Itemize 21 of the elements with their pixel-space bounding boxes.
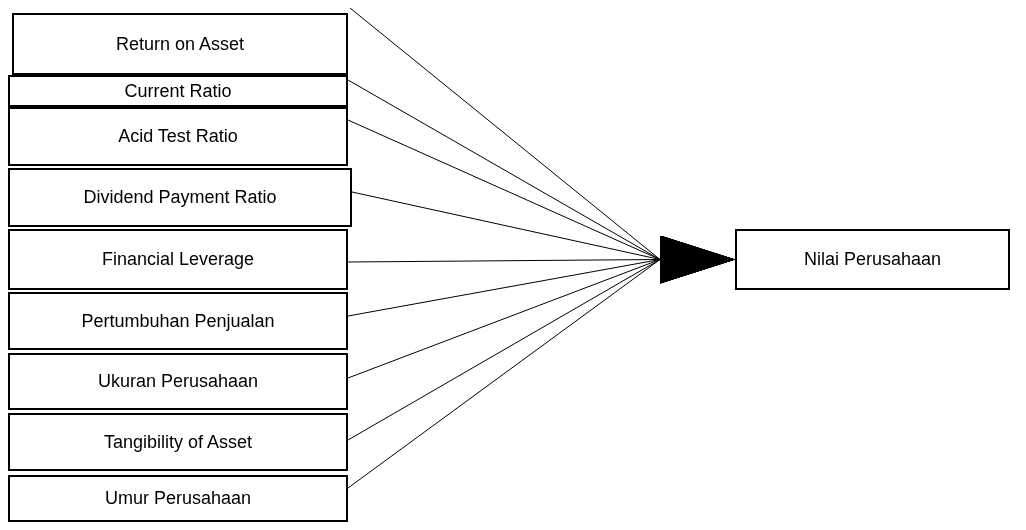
box-label: Pertumbuhan Penjualan (81, 310, 275, 332)
variable-box (8, 75, 348, 107)
arrow (347, 235, 736, 489)
variable-box (8, 229, 348, 290)
variable-box (12, 13, 348, 75)
variable-box (8, 168, 352, 227)
variable-box (8, 292, 348, 350)
box-label: Umur Perusahaan (104, 488, 252, 509)
box-label: Return on Asset (115, 33, 245, 55)
box-label: Tangibility of Asset (103, 431, 253, 453)
variable-box (8, 107, 348, 166)
box-label: Ukuran Perusahaan (97, 371, 259, 392)
variable-box (8, 413, 348, 471)
box-label: Financial Leverage (101, 249, 255, 270)
box-label: Dividend Payment Ratio (83, 187, 277, 208)
box-label: Acid Test Ratio (118, 126, 238, 147)
variable-box (735, 229, 1010, 290)
variable-box (8, 353, 348, 410)
box-label: Nilai Perusahaan (803, 249, 942, 270)
box-label: Current Ratio (124, 80, 232, 102)
variable-box (8, 475, 348, 522)
